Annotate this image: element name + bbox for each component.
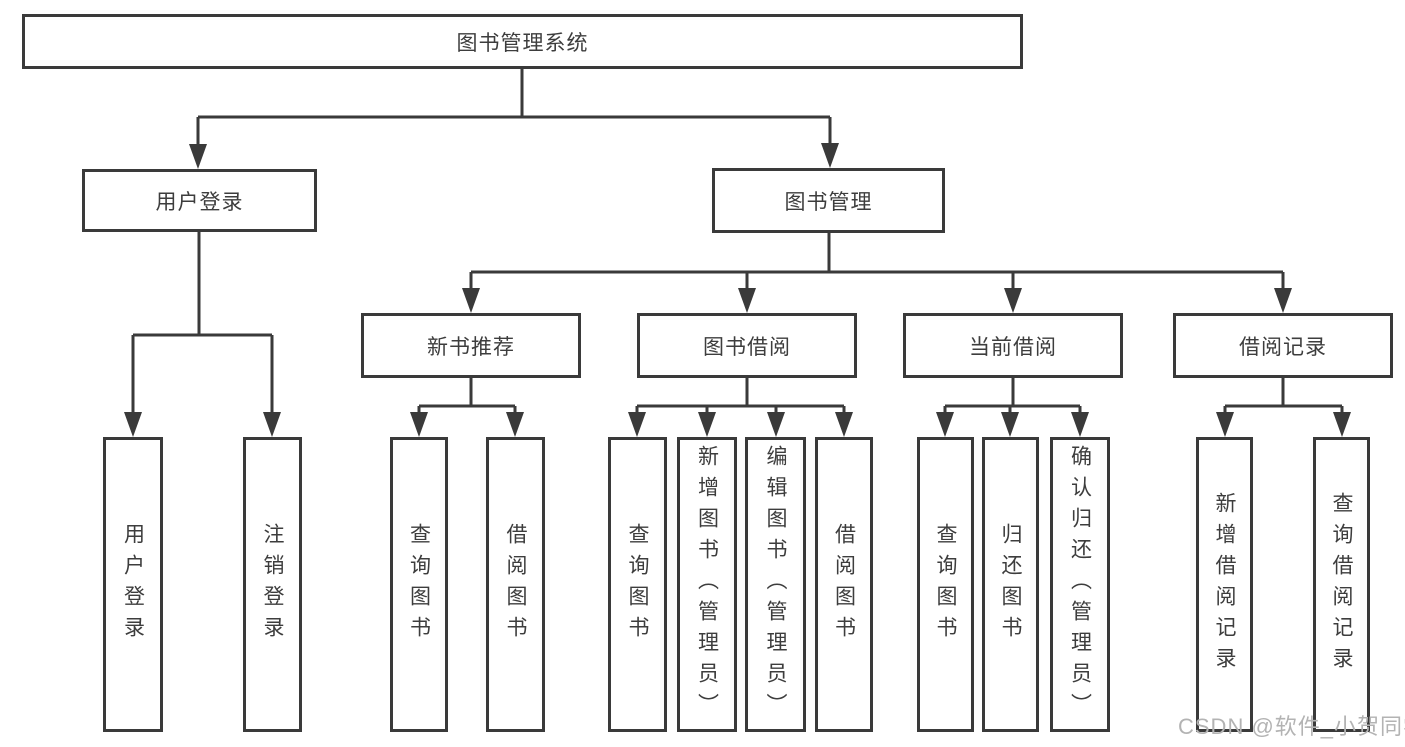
node-book-borrow-label: 图书借阅 <box>703 335 791 359</box>
leaf-add-book-admin-label: 新增图书（管理员） <box>695 445 719 724</box>
watermark: CSDN @软件_小贺同学 <box>1178 714 1405 739</box>
leaf-query-books-recommend-label: 查询图书 <box>407 522 431 647</box>
leaf-logout: 注销登录 <box>243 437 302 732</box>
node-book-mgmt-label: 图书管理 <box>784 190 873 214</box>
node-user-login-label: 用户登录 <box>155 190 244 214</box>
node-root-label: 图书管理系统 <box>456 31 589 55</box>
leaf-query-books-borrow: 查询图书 <box>608 437 667 732</box>
leaf-return-book-label: 归还图书 <box>999 522 1023 647</box>
leaf-borrow-books: 借阅图书 <box>815 437 873 732</box>
leaf-borrow-books-recommend: 借阅图书 <box>486 437 545 732</box>
node-borrow-records-label: 借阅记录 <box>1239 335 1327 359</box>
leaf-query-books-borrow-label: 查询图书 <box>626 522 650 647</box>
leaf-add-book-admin: 新增图书（管理员） <box>677 437 737 732</box>
leaf-return-book: 归还图书 <box>982 437 1039 732</box>
leaf-add-borrow-record: 新增借阅记录 <box>1196 437 1253 732</box>
leaf-borrow-books-label: 借阅图书 <box>832 522 856 647</box>
leaf-logout-label: 注销登录 <box>261 522 285 647</box>
node-book-borrow: 图书借阅 <box>637 313 857 378</box>
leaf-edit-book-admin-label: 编辑图书（管理员） <box>764 445 788 724</box>
leaf-query-books-recommend: 查询图书 <box>390 437 448 732</box>
node-user-login: 用户登录 <box>82 169 317 232</box>
leaf-confirm-return-admin-label: 确认归还（管理员） <box>1068 445 1092 724</box>
node-borrow-records: 借阅记录 <box>1173 313 1393 378</box>
leaf-query-books-current: 查询图书 <box>917 437 974 732</box>
node-book-mgmt: 图书管理 <box>712 168 945 233</box>
node-current-borrow: 当前借阅 <box>903 313 1123 378</box>
node-root: 图书管理系统 <box>22 14 1023 69</box>
node-new-book-recommend: 新书推荐 <box>361 313 581 378</box>
leaf-user-login: 用户登录 <box>103 437 163 732</box>
node-current-borrow-label: 当前借阅 <box>969 335 1057 359</box>
node-new-book-recommend-label: 新书推荐 <box>427 335 515 359</box>
leaf-user-login-label: 用户登录 <box>121 522 145 647</box>
leaf-confirm-return-admin: 确认归还（管理员） <box>1050 437 1110 732</box>
leaf-query-borrow-record: 查询借阅记录 <box>1313 437 1370 732</box>
leaf-add-borrow-record-label: 新增借阅记录 <box>1213 491 1237 678</box>
leaf-borrow-books-recommend-label: 借阅图书 <box>504 522 528 647</box>
leaf-edit-book-admin: 编辑图书（管理员） <box>745 437 806 732</box>
leaf-query-books-current-label: 查询图书 <box>934 522 958 647</box>
leaf-query-borrow-record-label: 查询借阅记录 <box>1330 491 1354 678</box>
